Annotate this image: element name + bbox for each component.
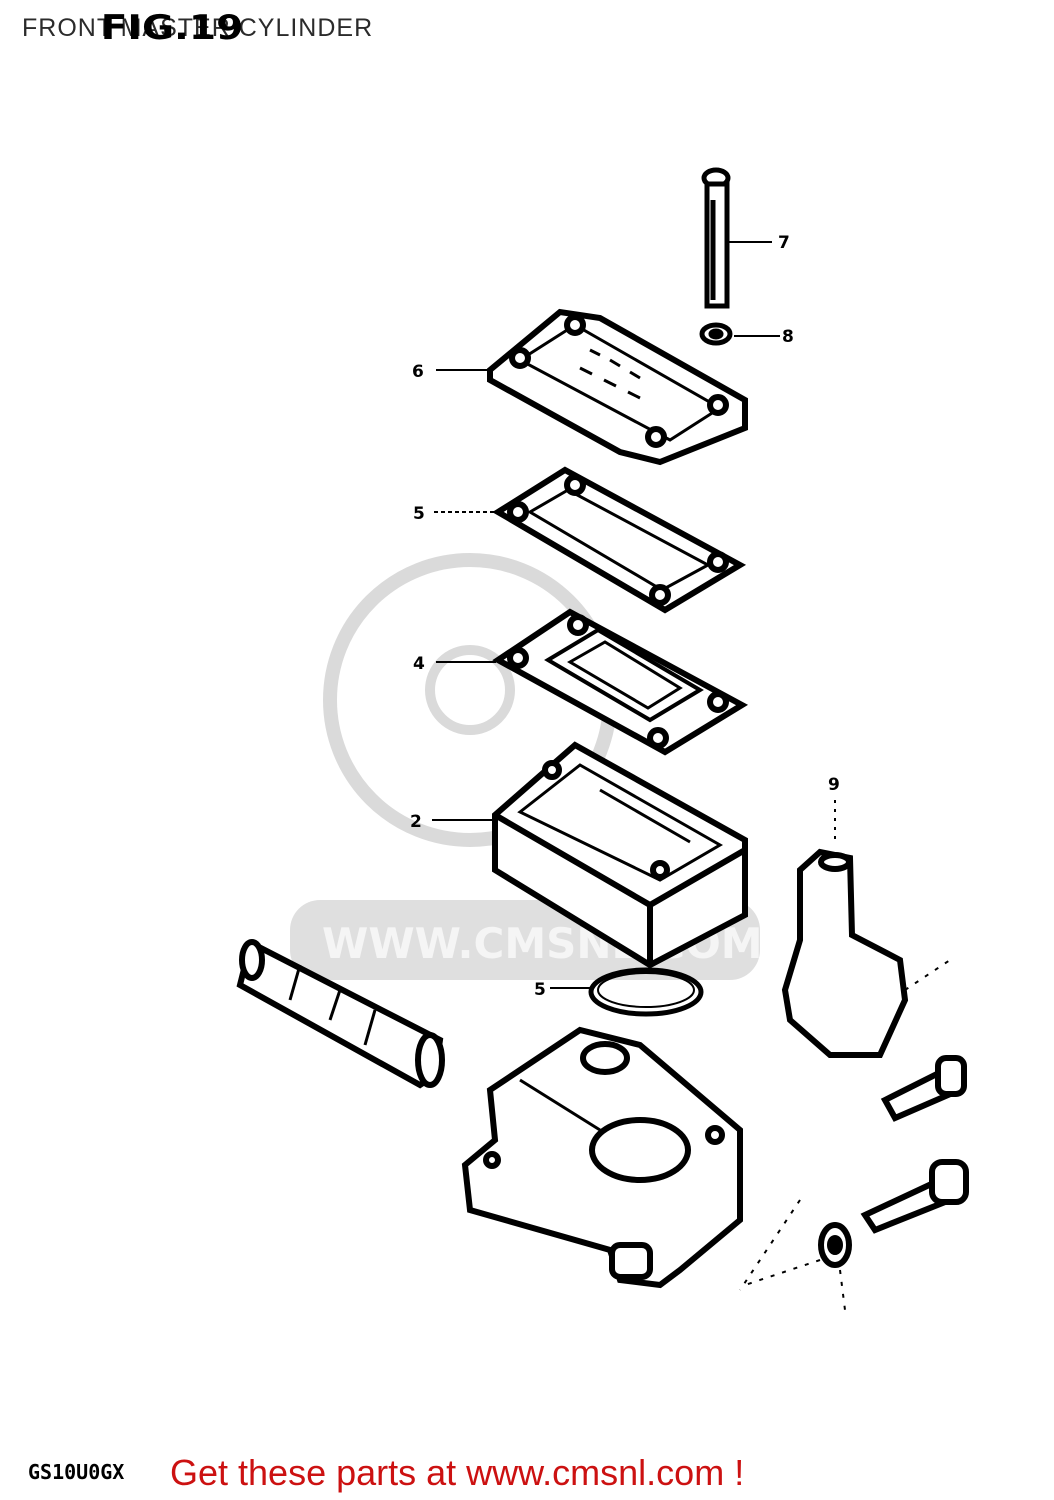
- part-cylinder-body: [461, 1026, 743, 1289]
- model-code: GS10U0GX: [28, 1460, 125, 1484]
- callout-7: 7: [778, 233, 790, 253]
- part-5-gasket: [492, 466, 747, 614]
- figure-label: FIG.19: [100, 8, 244, 48]
- part-piston: [236, 939, 445, 1089]
- dashed-guides: [739, 959, 951, 1311]
- callout-5b: 5: [534, 980, 546, 1000]
- part-4-diaphragm: [492, 608, 749, 756]
- callout-2: 2: [410, 812, 422, 832]
- callout-6: 6: [412, 362, 424, 382]
- part-7-bolt: [701, 167, 731, 309]
- part-washer-lower: [818, 1222, 852, 1268]
- part-bolt-upper: [880, 1055, 967, 1122]
- promo-link[interactable]: Get these parts at www.cmsnl.com !: [170, 1452, 745, 1493]
- part-2-reservoir: [492, 741, 748, 969]
- callout-4: 4: [413, 654, 425, 674]
- part-9-cover: [781, 848, 909, 1058]
- callout-5a: 5: [413, 504, 425, 524]
- callout-9: 9: [828, 775, 840, 795]
- part-8-washer: [699, 322, 733, 346]
- page-title: FRONT MASTER CYLINDER: [22, 14, 374, 42]
- callout-8: 8: [782, 327, 794, 347]
- part-bolt-lower: [860, 1159, 969, 1234]
- part-5b-oring: [588, 967, 704, 1017]
- part-6-cap: [487, 308, 748, 466]
